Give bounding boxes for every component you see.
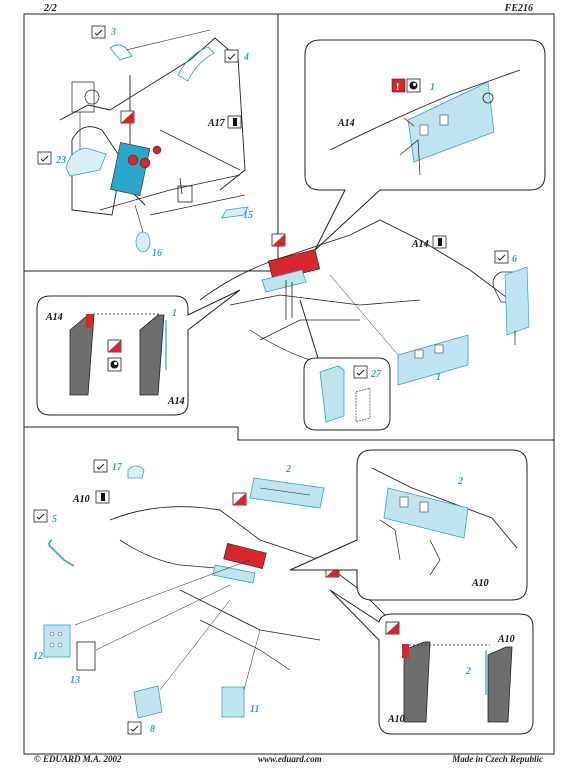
callout-a10-bottom: 2 A10 A10 xyxy=(329,589,534,735)
part-number-1-left: 1 xyxy=(172,308,177,319)
part-23-shape xyxy=(65,147,107,177)
paint-icon xyxy=(406,78,421,93)
part-13-shape xyxy=(76,641,96,671)
part-number-23: 23 xyxy=(55,155,66,166)
top-left-inset-frame xyxy=(24,14,279,272)
bend-icon xyxy=(33,509,48,523)
bend-icon xyxy=(494,250,509,264)
label-a10-callout-right: A10 xyxy=(471,578,489,589)
seat-panel-blue xyxy=(110,142,151,196)
warning-icon: ! xyxy=(391,78,406,93)
remove-plastic-icon xyxy=(107,339,122,353)
blue-panel-main xyxy=(261,269,307,293)
remove-plastic-icon xyxy=(120,110,135,124)
part-number-16: 16 xyxy=(152,248,162,259)
label-a10-bottom-right: A10 xyxy=(497,634,515,645)
part-number-8: 8 xyxy=(150,724,155,735)
label-a14-callout: A14 xyxy=(337,118,355,129)
callout-a10-right: 2 A10 xyxy=(289,449,528,601)
callout-part-27: 27 xyxy=(299,299,391,431)
blue-panel-a10 xyxy=(212,564,256,584)
callout-left-a14: A14 A14 1 xyxy=(36,289,241,416)
section-divider xyxy=(24,426,554,441)
page-frame xyxy=(23,13,555,755)
red-fitting-b xyxy=(139,157,151,169)
seat-back-outline xyxy=(71,126,123,216)
part-box xyxy=(177,185,193,203)
part-12-shape xyxy=(43,624,71,658)
part-number-11: 11 xyxy=(250,704,259,715)
bend-icon xyxy=(224,49,239,63)
panel-1-callout xyxy=(407,81,495,163)
label-a14-main: A14 xyxy=(411,239,429,250)
part-15-shape xyxy=(221,206,249,219)
part-8-shape xyxy=(133,685,163,719)
side-panel-left xyxy=(69,314,95,396)
red-fitting-c xyxy=(152,145,162,155)
document-code: FE216 xyxy=(504,3,533,14)
main-a10-assembly: 17 5 12 13 8 11 2 A10 xyxy=(33,459,401,735)
part-27-shape xyxy=(319,365,345,423)
remove-plastic-icon xyxy=(385,621,400,635)
part-color-icon xyxy=(432,235,447,249)
label-a10-main: A10 xyxy=(72,494,90,505)
side-panel-a10-left xyxy=(403,641,431,723)
side-panel-a10-right xyxy=(487,646,513,723)
top-left-inset: 3 4 23 15 16 A17 xyxy=(37,25,253,259)
svg-text:!: ! xyxy=(396,82,399,93)
part-number-2-bottom: 2 xyxy=(465,666,471,677)
part-number-13: 13 xyxy=(70,675,80,686)
part-number-27: 27 xyxy=(370,369,382,380)
website-link[interactable]: www.eduard.com xyxy=(258,754,322,764)
bend-icon xyxy=(93,459,108,473)
part-number-1-callout: 1 xyxy=(430,82,435,93)
part-2-panel xyxy=(249,477,325,509)
part-number-15: 15 xyxy=(243,210,253,221)
part-color-icon xyxy=(227,115,242,129)
part-4-shape xyxy=(177,46,215,82)
part-number-17: 17 xyxy=(112,462,123,473)
part-23-detail xyxy=(71,81,95,113)
part-number-1-main: 1 xyxy=(436,372,441,383)
bend-icon xyxy=(353,365,368,379)
label-a17: A17 xyxy=(207,118,226,129)
main-a14-assembly: A14 6 1 xyxy=(199,219,530,386)
part-16-shape xyxy=(135,231,151,253)
part-number-3: 3 xyxy=(110,27,116,38)
part-number-4: 4 xyxy=(243,52,249,63)
red-strip-a10 xyxy=(402,644,409,658)
paint-icon xyxy=(107,357,122,372)
red-fitting-a xyxy=(127,154,139,166)
part-5-shape xyxy=(48,539,75,567)
part-number-6: 6 xyxy=(512,254,517,265)
part-color-icon xyxy=(95,490,110,504)
made-in-text: Made in Czech Republic xyxy=(452,754,543,764)
label-a14-left-top: A14 xyxy=(45,312,63,323)
part-3-shape xyxy=(109,44,133,61)
red-strip xyxy=(86,314,93,328)
panel-1-main xyxy=(397,334,469,386)
side-panel-right xyxy=(139,314,165,396)
part-number-5: 5 xyxy=(52,514,57,525)
page-number: 2/2 xyxy=(44,3,57,14)
label-a10-bottom-left: A10 xyxy=(387,714,405,725)
part-11-shape xyxy=(221,686,245,718)
callout-top-right: ! 1 A14 xyxy=(304,39,546,251)
part-17-shape xyxy=(127,465,145,479)
part-number-2-panel: 2 xyxy=(285,464,291,475)
remove-plastic-icon xyxy=(232,492,247,506)
part-number-2-callout: 2 xyxy=(457,476,463,487)
part-number-12: 12 xyxy=(33,651,43,662)
remove-plastic-icon xyxy=(271,233,286,247)
red-frame-a10 xyxy=(223,543,267,569)
bend-icon xyxy=(91,25,106,39)
copyright-text: © EDUARD M.A. 2002 xyxy=(34,754,122,764)
bend-icon xyxy=(37,151,52,165)
label-a14-left-bottom: A14 xyxy=(167,396,185,407)
bend-icon xyxy=(127,721,142,735)
